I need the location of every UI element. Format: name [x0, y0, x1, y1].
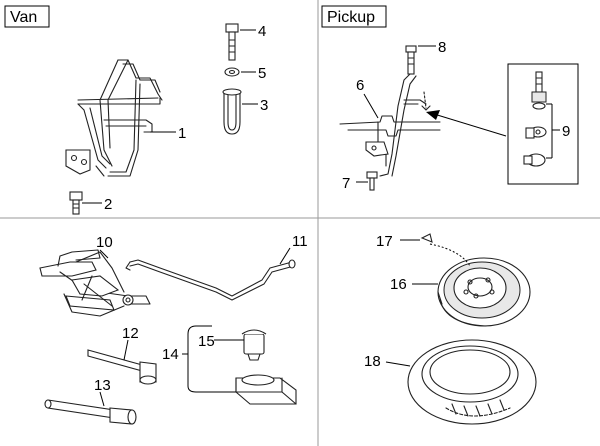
van-title-box: Van — [4, 5, 50, 28]
bolt-part-7 — [366, 171, 378, 191]
callout-18: 18 — [364, 353, 381, 370]
callout-6: 6 — [356, 77, 364, 94]
callout-8: 8 — [438, 39, 446, 56]
callout-15: 15 — [198, 333, 215, 350]
bolt-part-8 — [405, 45, 417, 75]
detail-box-part-9 — [507, 63, 579, 185]
callout-1: 1 — [178, 125, 186, 142]
detail-arrow — [421, 91, 507, 137]
callout-13: 13 — [94, 377, 111, 394]
washer-part-5 — [224, 67, 240, 77]
pickup-title: Pickup — [327, 9, 375, 26]
callout-9: 9 — [562, 123, 570, 140]
van-title: Van — [10, 9, 37, 26]
tyre-part-18 — [407, 339, 537, 425]
compressor-part-14 — [235, 374, 297, 405]
wheel-carrier-bracket — [65, 59, 163, 177]
callout-3: 3 — [260, 97, 268, 114]
valve-part-17 — [420, 233, 433, 243]
callout-12: 12 — [122, 325, 139, 342]
pickup-title-box: Pickup — [321, 5, 387, 28]
callout-5: 5 — [258, 65, 266, 82]
u-bolt-part-3 — [222, 88, 242, 135]
bolt-part-2 — [69, 191, 83, 215]
socket-extension-part-13 — [44, 399, 137, 425]
scissor-jack-part-10 — [39, 249, 151, 317]
callout-14: 14 — [162, 346, 179, 363]
callout-10: 10 — [96, 234, 113, 251]
jack-handle-part-11 — [125, 259, 296, 301]
steel-wheel-part-16 — [437, 257, 531, 327]
wheel-wrench-part-12 — [87, 349, 157, 385]
callout-17: 17 — [376, 233, 393, 250]
pickup-carrier-part-6 — [339, 73, 441, 177]
callout-2: 2 — [104, 196, 112, 213]
callout-11: 11 — [292, 233, 308, 250]
bolt-part-4 — [225, 23, 239, 61]
callout-16: 16 — [390, 276, 407, 293]
callout-7: 7 — [342, 175, 350, 192]
sealant-bottle-part-15 — [241, 329, 267, 361]
callout-4: 4 — [258, 23, 266, 40]
